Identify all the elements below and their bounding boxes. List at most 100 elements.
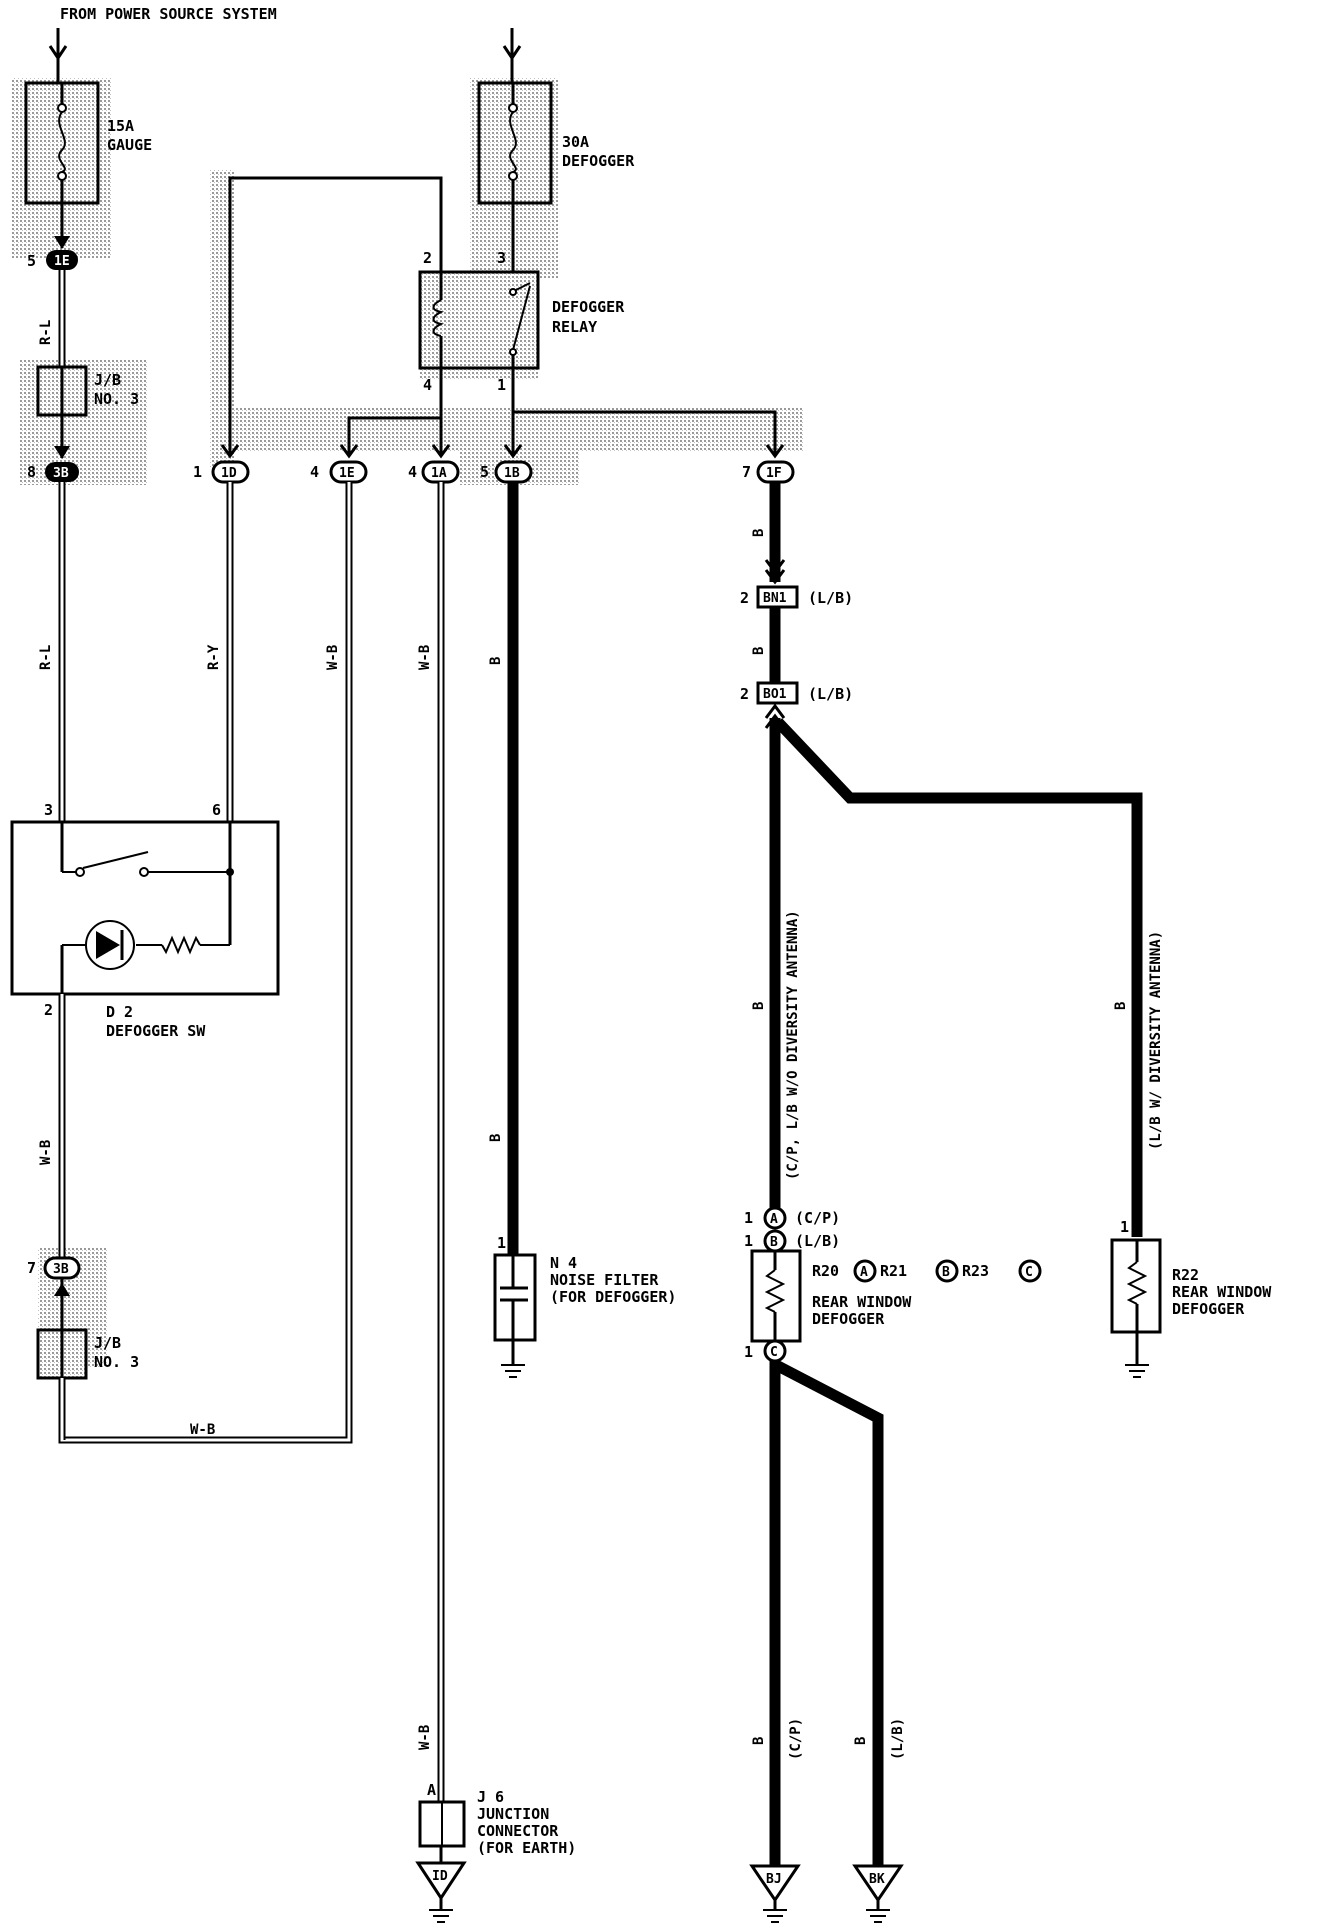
connector-1a: 1A — [421, 444, 460, 484]
junction-connector-j6 — [418, 1800, 466, 1862]
bn1-variant: (L/B) — [808, 589, 853, 607]
rear-defogger-letter-c: C — [770, 1345, 778, 1360]
j6-code: J 6 — [477, 1788, 504, 1806]
wire-wb-j6-label: W-B — [417, 1725, 433, 1750]
wire-wb-loop-label: W-B — [190, 1422, 215, 1438]
rear-defogger-letter-b: B — [770, 1235, 778, 1250]
fuse-gauge — [24, 81, 100, 205]
rear-defogger-left: A B C — [750, 1206, 802, 1363]
rear-defogger-code-r20: R20 — [812, 1262, 839, 1280]
rear-defogger-code-r23: R23 — [962, 1262, 989, 1280]
connector-3b-bot-pin: 7 — [27, 1259, 36, 1277]
wire-b-bk-label: B — [853, 1737, 869, 1745]
fuse-gauge-name: GAUGE — [107, 136, 152, 154]
defogger-relay — [228, 176, 540, 455]
left-feed — [48, 28, 68, 83]
jb-bot-line1: J/B — [94, 1334, 121, 1352]
rear-defogger-var-b: (L/B) — [795, 1232, 840, 1250]
ground-id: ID — [415, 1861, 467, 1923]
relay-pin-2: 2 — [423, 249, 432, 267]
connector-1f-pin: 7 — [742, 463, 751, 481]
wire-b-noise-label: B — [488, 1134, 504, 1142]
ground-id-label: ID — [432, 1869, 448, 1884]
antenna-note-left: (C/P, L/B W/O DIVERSITY ANTENNA) — [785, 910, 801, 1180]
wire-rl-top-label: R-L — [38, 320, 54, 345]
connector-3b-bot: 3B — [43, 1256, 81, 1330]
bo1-id: BO1 — [763, 687, 787, 702]
rear-defogger-code-r21: R21 — [880, 1262, 907, 1280]
connector-3b-top: 3B — [45, 415, 79, 482]
rear-defogger-pin-a: 1 — [744, 1209, 753, 1227]
connector-3b-top-id: 3B — [53, 466, 69, 481]
j6-pin: A — [427, 1781, 436, 1799]
connector-1d-pin: 1 — [193, 463, 202, 481]
r22-line2: DEFOGGER — [1172, 1300, 1245, 1318]
connector-1b-pin: 5 — [480, 463, 489, 481]
connector-1a-id: 1A — [431, 466, 447, 481]
relay-pin-1: 1 — [497, 376, 506, 394]
connector-1e-top: 1E — [46, 203, 78, 270]
relay-pin-4: 4 — [423, 376, 432, 394]
r22-code: R22 — [1172, 1266, 1199, 1284]
wire-b-1f — [764, 482, 786, 585]
wire-b-right-ant-label: B — [1113, 1002, 1129, 1010]
connector-3b-bot-id: 3B — [53, 1262, 69, 1277]
ground-bk: BK — [852, 1864, 904, 1923]
jb-top-line1: J/B — [94, 371, 121, 389]
source-label: FROM POWER SOURCE SYSTEM — [60, 5, 277, 23]
relay-line1: DEFOGGER — [552, 298, 625, 316]
rear-defogger-var-a: (C/P) — [795, 1209, 840, 1227]
connector-1d: 1D — [211, 444, 250, 484]
wire-b-1f-b-label: B — [751, 647, 767, 655]
rear-defogger-code-b-badge: B — [935, 1259, 959, 1283]
rear-defogger-badge-a: A — [860, 1265, 868, 1280]
rear-defogger-code-a-badge: A — [853, 1259, 877, 1283]
relay-line2: RELAY — [552, 318, 597, 336]
connector-1e-top-id: 1E — [54, 254, 70, 269]
fuse-gauge-amps: 15A — [107, 117, 134, 135]
connector-3b-top-pin: 8 — [27, 463, 36, 481]
r22-line1: REAR WINDOW — [1172, 1283, 1272, 1301]
noise-filter-line1: NOISE FILTER — [550, 1271, 659, 1289]
switch-pin-3: 3 — [44, 801, 53, 819]
inline-connector-bn1: BN1 — [756, 585, 799, 609]
ground-bk-variant: (L/B) — [890, 1718, 906, 1760]
connector-1e-top-pin: 5 — [27, 252, 36, 270]
bo1-pin: 2 — [740, 685, 749, 703]
wire-wb-1a-label: W-B — [417, 645, 433, 670]
wire-wb-1e-label: W-B — [325, 645, 341, 670]
switch-name: DEFOGGER SW — [106, 1022, 206, 1040]
bo1-variant: (L/B) — [808, 685, 853, 703]
wire-wb-sw-label: W-B — [38, 1140, 54, 1165]
ground-bj-variant: (C/P) — [788, 1718, 804, 1760]
connector-1a-pin: 4 — [408, 463, 417, 481]
noise-filter-pin: 1 — [497, 1234, 506, 1252]
fuse-defogger — [477, 81, 553, 205]
wire-b-bj-label: B — [751, 1737, 767, 1745]
bn1-id: BN1 — [763, 591, 787, 606]
wire-b-left-ant-label: B — [751, 1002, 767, 1010]
jb-bot-line2: NO. 3 — [94, 1353, 139, 1371]
antenna-note-right: (L/B W/ DIVERSITY ANTENNA) — [1148, 931, 1164, 1150]
j6-line1: JUNCTION — [477, 1805, 549, 1823]
connector-1e-pin: 4 — [310, 463, 319, 481]
rear-defogger-r22 — [1110, 1238, 1162, 1378]
bus-lines — [347, 410, 777, 455]
ground-bj: BJ — [749, 1864, 801, 1923]
switch-code: D 2 — [106, 1003, 133, 1021]
connector-1e: 1E — [329, 444, 368, 484]
wire-b-1b-label: B — [488, 657, 504, 665]
ground-bk-label: BK — [869, 1872, 885, 1887]
fuse-defogger-name: DEFOGGER — [562, 152, 635, 170]
switch-pin-2: 2 — [44, 1001, 53, 1019]
noise-filter-line2: (FOR DEFOGGER) — [550, 1288, 676, 1306]
connector-1b-id: 1B — [504, 466, 520, 481]
jb-no3-bot — [36, 1328, 88, 1440]
j6-line2: CONNECTOR — [477, 1822, 559, 1840]
shaded-areas — [12, 78, 804, 1368]
switch-pin-6: 6 — [212, 801, 221, 819]
wire-b-grounds — [769, 1361, 884, 1870]
rear-defogger-code-c-badge: C — [1018, 1259, 1042, 1283]
wire-rl-mid-label: R-L — [38, 645, 54, 670]
